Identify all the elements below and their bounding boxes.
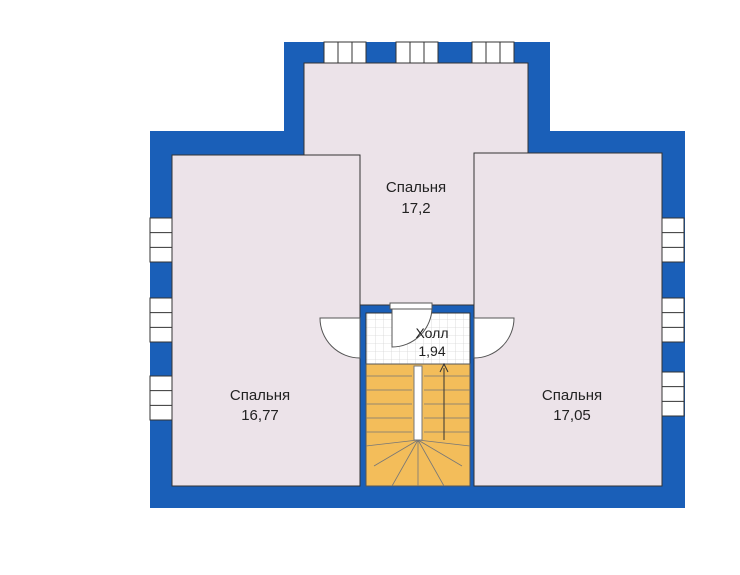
window-icon [661, 297, 685, 343]
right-bedroom-area: 17,05 [553, 407, 591, 424]
window-icon [149, 217, 173, 263]
stair-treads [365, 375, 471, 487]
stair-handrail [413, 365, 423, 441]
window-icon [395, 41, 439, 64]
window-icon [471, 41, 515, 64]
left-bedroom-area: 16,77 [241, 407, 279, 424]
window-icon [661, 371, 685, 417]
doors [319, 302, 515, 359]
staircase-icon [365, 362, 471, 487]
window-icon [149, 375, 173, 421]
window-icon [323, 41, 367, 64]
door-swing-icon [391, 306, 433, 348]
hall-name: Холл [416, 325, 449, 341]
left-bedroom-name: Спальня [230, 387, 290, 404]
top-bedroom-name: Спальня [386, 179, 446, 196]
right-bedroom-name: Спальня [542, 387, 602, 404]
arrow-head [439, 362, 449, 373]
door-swing-icon [319, 317, 361, 359]
top-bedroom-area: 17,2 [401, 200, 430, 217]
door-opening-top [389, 302, 433, 310]
hall-area: 1,94 [418, 343, 445, 359]
door-swing-icon [473, 317, 515, 359]
window-icon [661, 217, 685, 263]
windows [149, 41, 685, 421]
window-icon [149, 297, 173, 343]
